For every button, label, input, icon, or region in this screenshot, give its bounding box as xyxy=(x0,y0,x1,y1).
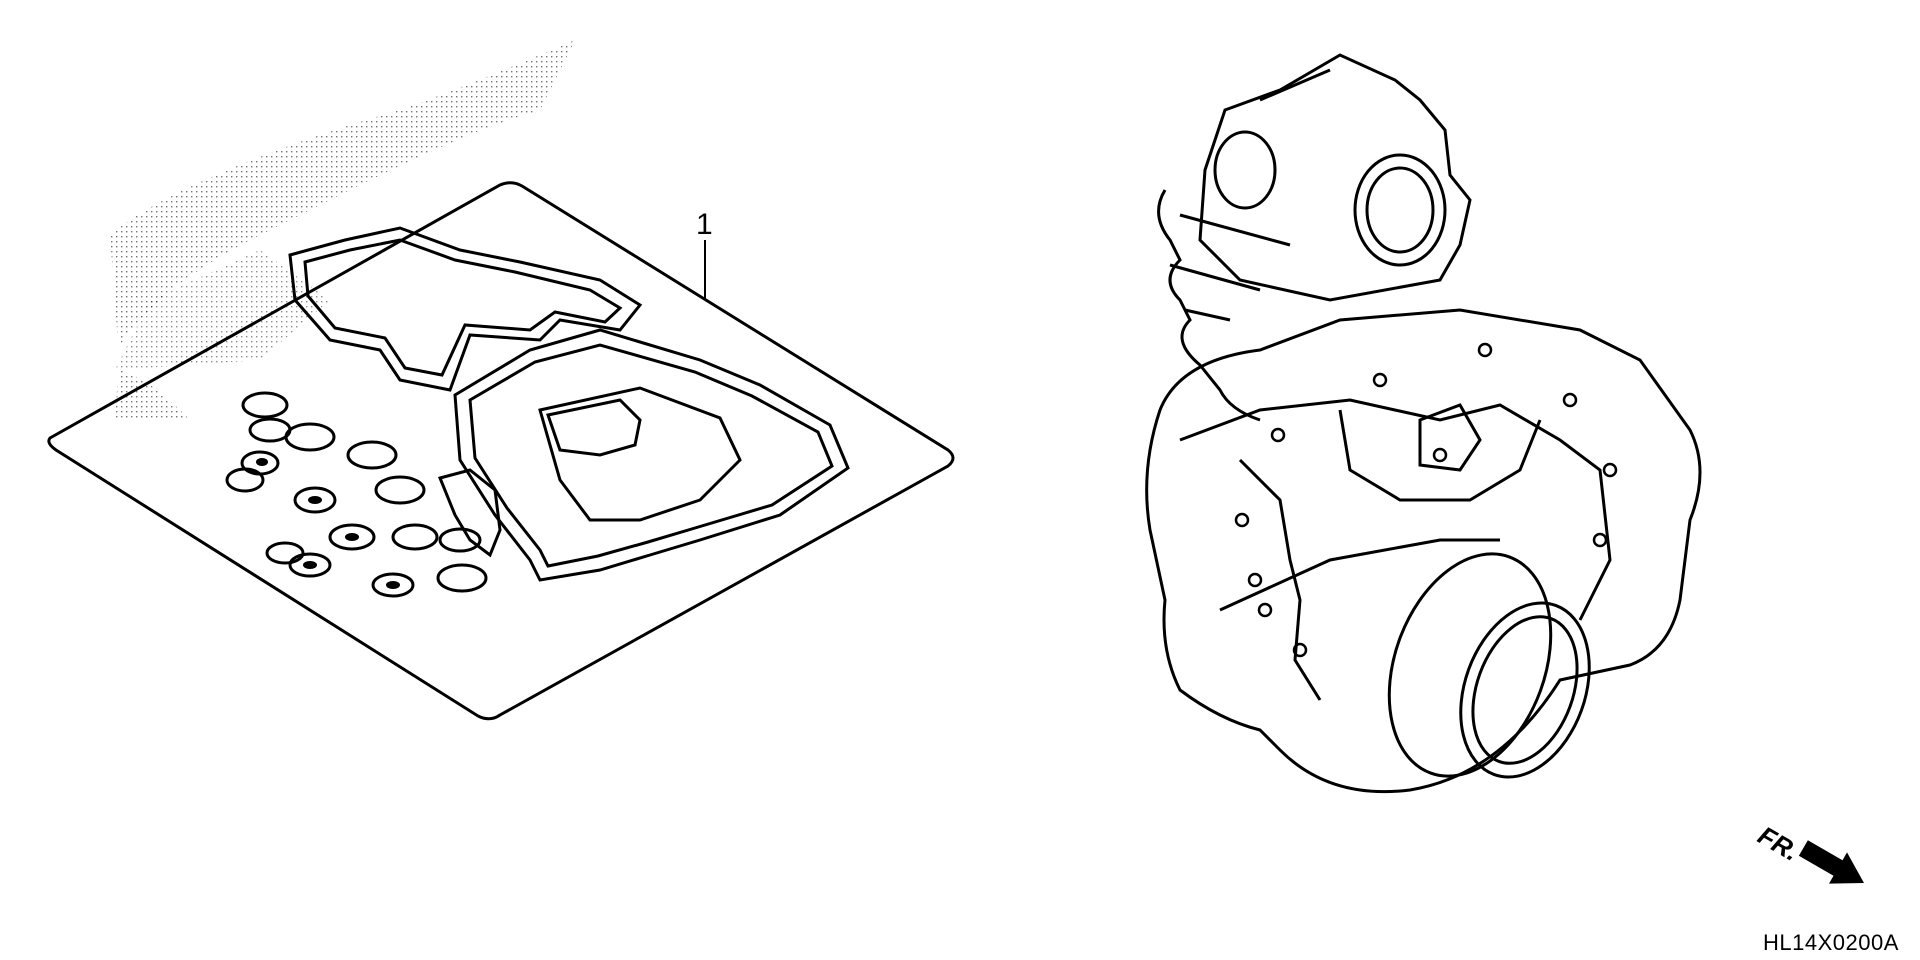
o-ring xyxy=(241,391,289,419)
output-seal-inner xyxy=(1459,601,1591,779)
o-ring xyxy=(225,467,265,493)
o-ring xyxy=(288,552,332,578)
engine-assembly xyxy=(1145,53,1702,794)
o-ring xyxy=(374,475,426,505)
o-ring xyxy=(436,563,488,593)
intake-port-right xyxy=(1353,153,1447,267)
kit-sheet-outline xyxy=(47,181,955,721)
o-ring xyxy=(248,417,292,443)
intake-port-left xyxy=(1213,130,1277,210)
output-seal-outer xyxy=(1387,552,1553,778)
kit-shading xyxy=(110,40,575,420)
o-ring xyxy=(293,486,337,514)
gasket-large-front xyxy=(453,328,850,582)
kit-shading-lower xyxy=(115,250,330,370)
o-ring xyxy=(346,440,398,470)
o-ring xyxy=(265,541,305,565)
gasket-large-rear xyxy=(288,226,643,392)
bolt-holes xyxy=(1234,342,1618,658)
callout-label: 1 xyxy=(696,208,713,241)
o-ring xyxy=(328,523,376,551)
o-ring-group xyxy=(225,391,488,598)
o-ring xyxy=(284,422,336,452)
gasket-kit xyxy=(47,40,955,721)
drawing-code: HL14X0200A xyxy=(1763,930,1899,955)
gasket-small-plate xyxy=(546,398,642,457)
o-ring xyxy=(391,523,439,551)
arrow-icon xyxy=(1798,840,1864,884)
o-ring xyxy=(371,572,415,598)
seal-centers xyxy=(256,458,400,589)
o-ring xyxy=(438,527,482,553)
gasket-side-strip xyxy=(437,468,502,558)
